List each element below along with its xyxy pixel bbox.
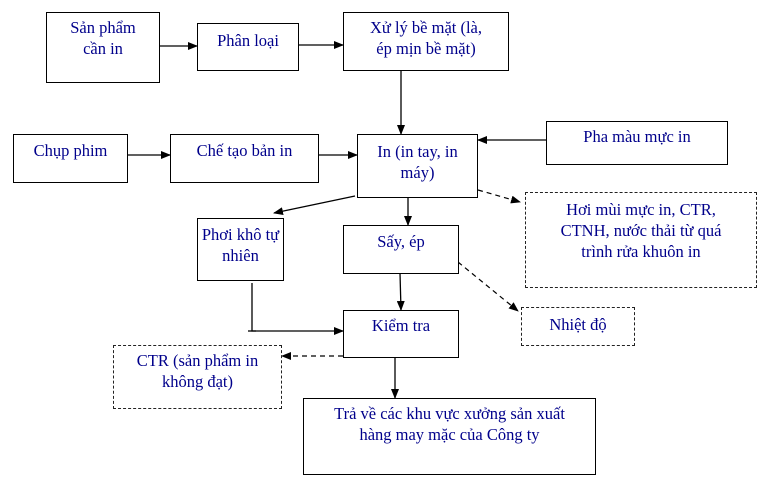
node-text: hàng may mặc của Công ty bbox=[359, 425, 540, 444]
node-text: nhiên bbox=[222, 246, 259, 265]
node-text: Nhiệt độ bbox=[549, 315, 607, 334]
node-text: máy) bbox=[400, 163, 435, 182]
node-text: Sấy, ép bbox=[377, 232, 425, 251]
node-text: Phơi khô tự bbox=[201, 225, 280, 244]
node-text: CTR (sản phẩm in bbox=[136, 351, 259, 370]
node-text: Sản phẩm bbox=[70, 18, 136, 37]
node-text: Chế tạo bản in bbox=[196, 141, 293, 160]
edge-in-to-phoi-kho bbox=[273, 195, 356, 216]
node-nhiet-do: Nhiệt độ bbox=[521, 307, 635, 346]
node-chup-phim: Chụp phim bbox=[13, 134, 128, 183]
node-text: Kiểm tra bbox=[371, 316, 431, 335]
node-kiem-tra: Kiểm tra bbox=[343, 310, 459, 358]
node-text: không đạt) bbox=[161, 372, 234, 391]
node-che-tao-ban-in: Chế tạo bản in bbox=[170, 134, 319, 183]
edge-phoi-kho-to-kiem-tra bbox=[251, 283, 344, 335]
node-text: Pha màu mực in bbox=[583, 127, 691, 146]
edge-say-ep-to-nhiet-do bbox=[457, 261, 519, 312]
node-in: In (in tay, in máy) bbox=[357, 134, 478, 198]
edge-say-ep-to-kiem-tra bbox=[396, 272, 405, 311]
node-say-ep: Sấy, ép bbox=[343, 225, 459, 274]
node-text: Xử lý bề mặt (là, bbox=[369, 18, 483, 37]
node-pha-mau-muc-in: Pha màu mực in bbox=[546, 121, 728, 165]
node-text: Phân loại bbox=[217, 31, 279, 50]
node-san-pham-can-in: Sản phẩm cần in bbox=[46, 12, 160, 83]
node-text: Trả về các khu vực xưởng sản xuất bbox=[334, 404, 565, 423]
node-text: Chụp phim bbox=[33, 141, 108, 160]
node-phoi-kho-tu-nhien: Phơi khô tự nhiên bbox=[197, 218, 284, 281]
node-text: ép mịn bề mặt) bbox=[376, 39, 476, 58]
node-tra-ve-xuong: Trả về các khu vực xưởng sản xuất hàng m… bbox=[303, 398, 596, 475]
node-text: cần in bbox=[83, 39, 123, 58]
node-ctr-san-pham-khong-dat: CTR (sản phẩm in không đạt) bbox=[113, 345, 282, 409]
node-text: CTNH, nước thải từ quá bbox=[560, 221, 722, 240]
node-xu-ly-be-mat: Xử lý bề mặt (là, ép mịn bề mặt) bbox=[343, 12, 509, 71]
node-text: trình rửa khuôn in bbox=[581, 242, 701, 261]
edge-in-to-hoi-mui bbox=[477, 189, 521, 204]
node-text: In (in tay, in bbox=[377, 142, 458, 161]
node-phan-loai: Phân loại bbox=[197, 23, 299, 71]
node-hoi-mui-muc-in: Hơi mùi mực in, CTR, CTNH, nước thải từ … bbox=[525, 192, 757, 288]
node-text: Hơi mùi mực in, CTR, bbox=[566, 200, 716, 219]
